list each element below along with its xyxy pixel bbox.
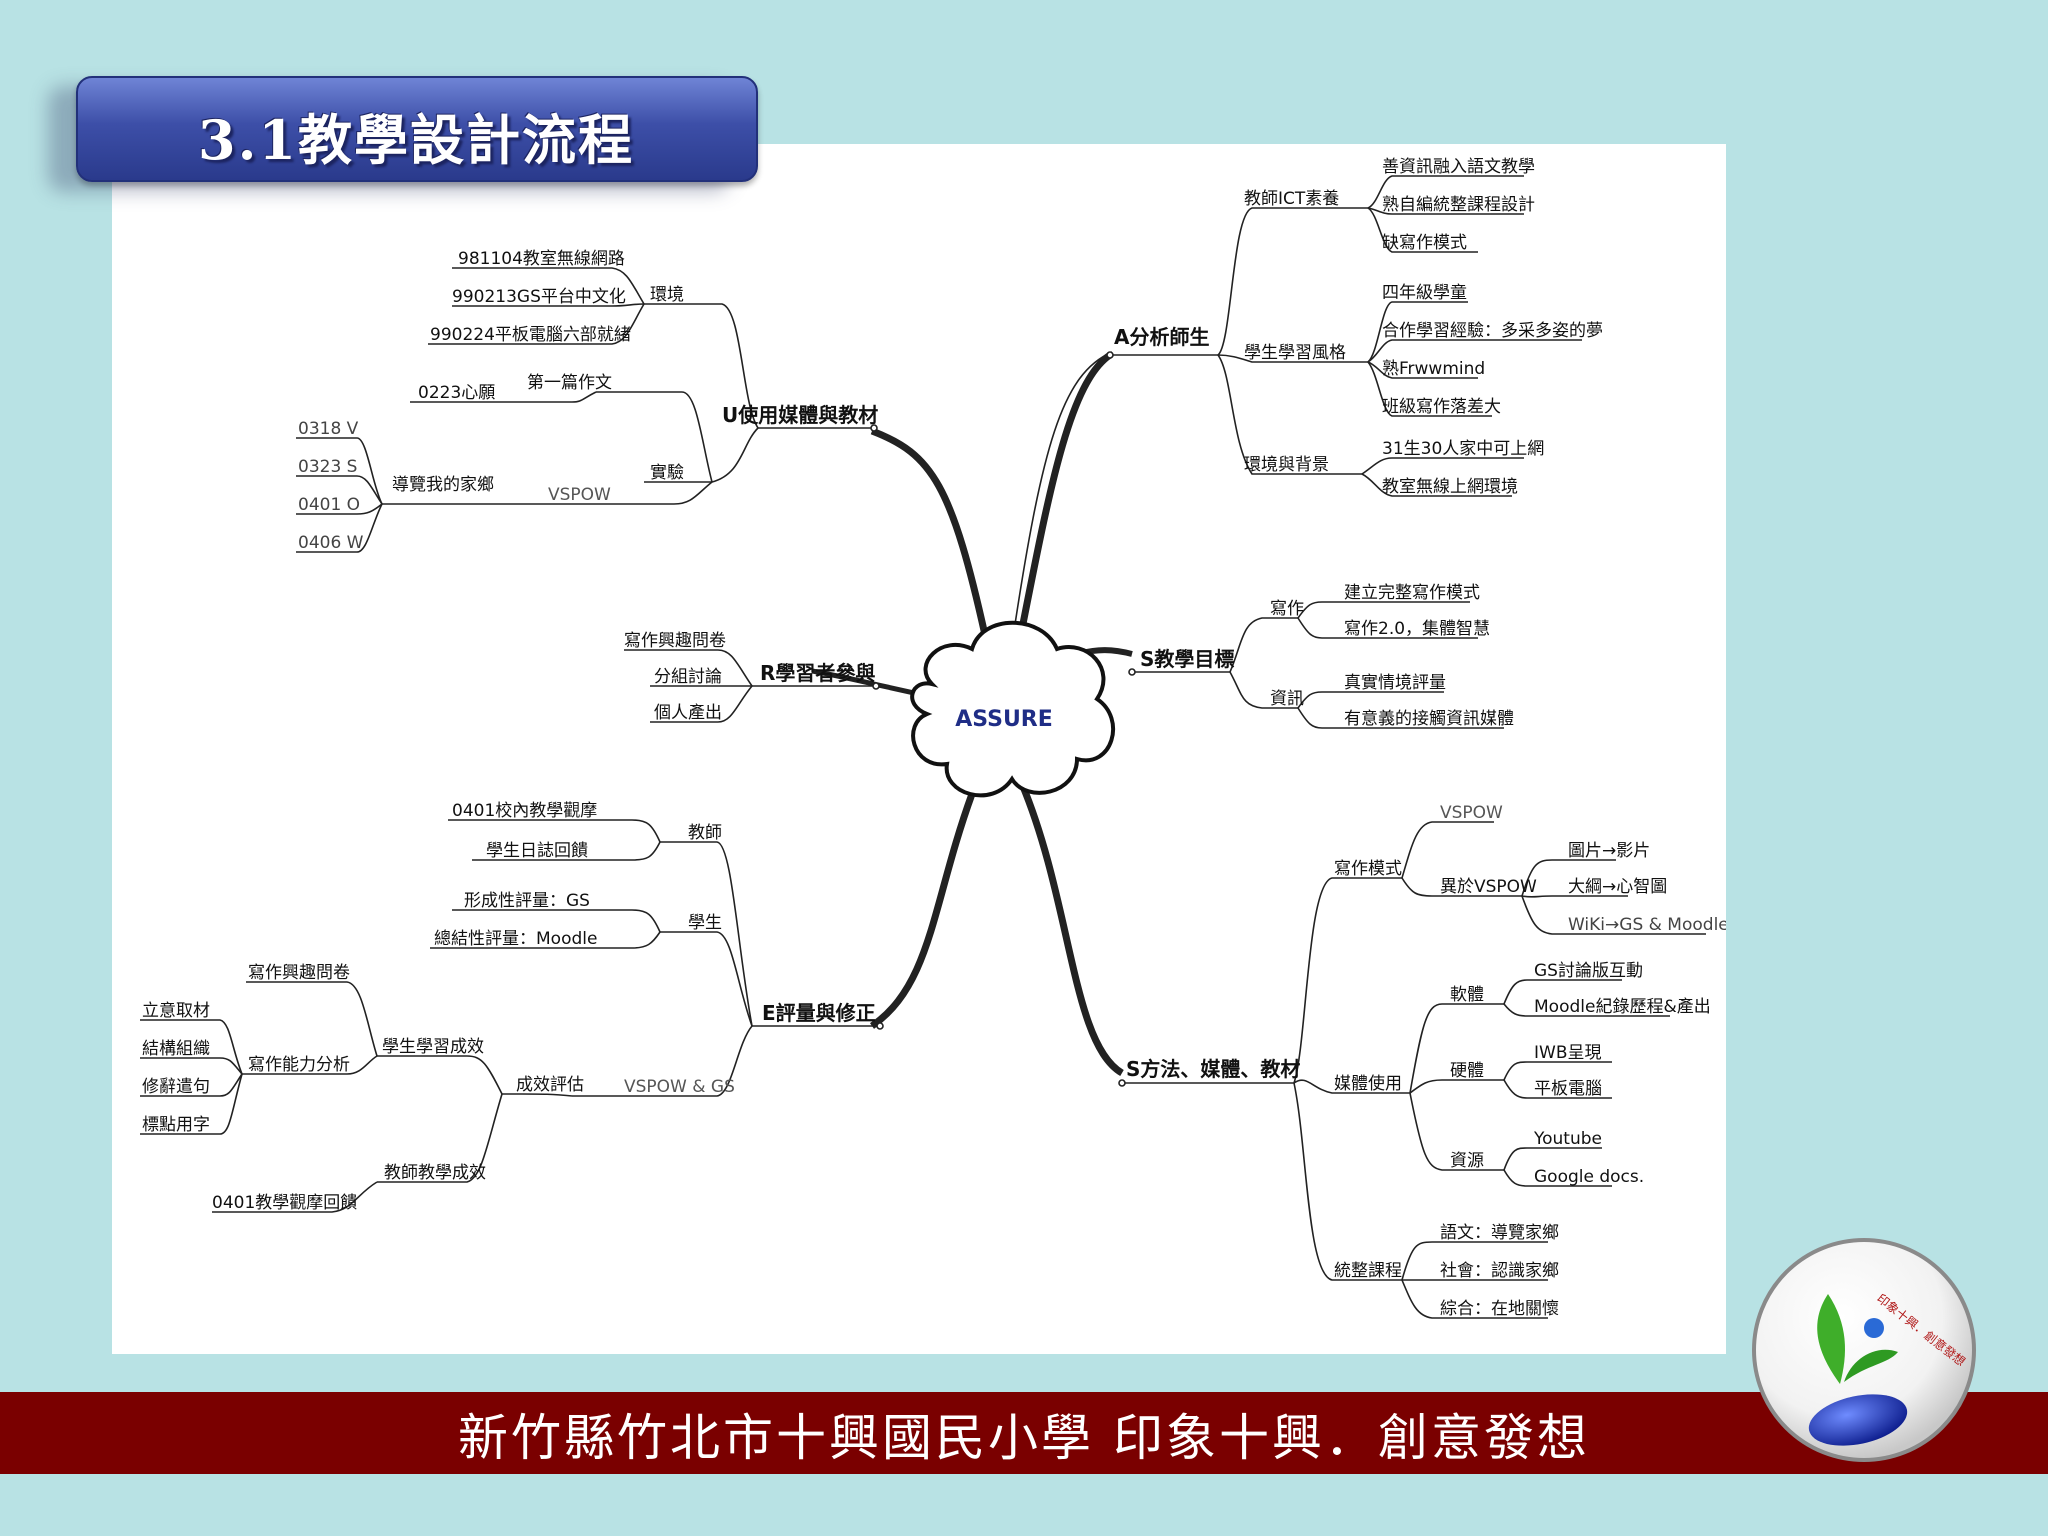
e-leaf: 0401教學觀摩回饋	[212, 1193, 357, 1213]
e-leaf: 學生學習成效	[382, 1037, 484, 1057]
a-leaf: 合作學習經驗：多采多姿的夢	[1382, 321, 1603, 341]
u-leaf: 981104教室無線網路	[458, 249, 625, 269]
a-leaf: 缺寫作模式	[1382, 233, 1467, 253]
u-leaf: 第一篇作文	[527, 373, 612, 393]
s2-leaf: 平板電腦	[1534, 1079, 1602, 1099]
branch-a-label: A分析師生	[1114, 325, 1209, 349]
e-leaf: 教師教學成效	[384, 1163, 486, 1183]
u-leaf: 0406 W	[298, 533, 364, 553]
page-title: 3.1教學設計流程	[198, 108, 634, 172]
e-leaf: 學生日誌回饋	[486, 841, 588, 861]
r-leaf: 個人產出	[654, 703, 722, 723]
e-leaf: 修辭遣句	[142, 1077, 210, 1097]
s2-leaf: Youtube	[1533, 1129, 1602, 1149]
footer-text: 新竹縣竹北市十興國民小學 印象十興．創意發想	[458, 1409, 1590, 1467]
u-leaf: 0323 S	[298, 457, 357, 477]
u-leaf: 0401 O	[298, 495, 360, 515]
s2-child-label: 統整課程	[1334, 1261, 1402, 1281]
e-leaf: 0401校內教學觀摩	[452, 801, 597, 821]
s2-leaf: 社會：認識家鄉	[1440, 1261, 1559, 1281]
trunk-a	[1011, 351, 1113, 645]
s2-leaf: 綜合：在地關懷	[1440, 1299, 1559, 1319]
a-leaf: 善資訊融入語文教學	[1382, 157, 1535, 177]
s1-leaf: 真實情境評量	[1344, 673, 1446, 693]
e-leaf: 寫作能力分析	[248, 1055, 350, 1075]
s2-leaf: 異於VSPOW	[1440, 877, 1537, 897]
s2-group-label: 軟體	[1450, 985, 1484, 1005]
r-leaf: 寫作興趣問卷	[624, 631, 726, 651]
s2-child-label: 寫作模式	[1334, 859, 1402, 879]
e-leaf: 總結性評量：Moodle	[434, 929, 597, 949]
branch-u-label: U使用媒體與教材	[722, 403, 878, 427]
s2-leaf: Moodle紀錄歷程&產出	[1534, 997, 1711, 1017]
a-leaf: 教室無線上網環境	[1382, 477, 1518, 497]
a-child-label: 環境與背景	[1244, 455, 1329, 475]
s2-leaf: VSPOW	[1440, 803, 1503, 823]
branch-s2-label: S方法、媒體、教材	[1126, 1057, 1300, 1081]
s2-leaf: Google docs.	[1534, 1167, 1644, 1187]
s2-leaf: IWB呈現	[1534, 1043, 1602, 1063]
a-leaf: 31生30人家中可上網	[1382, 439, 1544, 459]
s2-leaf: GS討論版互動	[1534, 961, 1643, 981]
branch-e-label: E評量與修正	[762, 1001, 876, 1025]
u-leaf: 990213GS平台中文化	[452, 287, 626, 307]
s1-leaf: 寫作2.0，集體智慧	[1344, 619, 1490, 639]
a-leaf: 四年級學童	[1382, 283, 1467, 303]
s2-leaf: 語文：導覽家鄉	[1440, 1223, 1559, 1243]
a-leaf: 熟Frwwmind	[1382, 358, 1485, 379]
s2-leaf: 圖片→影片	[1568, 841, 1650, 861]
u-child-label: 環境	[650, 285, 684, 305]
u-leaf: 0223心願	[418, 383, 495, 403]
sprout-mouse-logo: 印象十興．創意發想	[1748, 1234, 1980, 1466]
footer-bar	[0, 1392, 2048, 1474]
s2-leaf: WiKi→GS & Moodle	[1568, 915, 1726, 935]
a-child-label: 教師ICT素養	[1244, 189, 1339, 209]
a-leaf: 熟自編統整課程設計	[1382, 194, 1535, 215]
u-child-label: 實驗	[650, 463, 684, 483]
e-leaf: 立意取材	[142, 1001, 210, 1021]
branch-s1-label: S教學目標	[1140, 647, 1234, 671]
e-child-label: 成效評估	[516, 1075, 584, 1095]
u-leaf: 0318 V	[298, 419, 359, 439]
s2-group-label: 硬體	[1450, 1061, 1484, 1081]
s1-child-label: 寫作	[1270, 599, 1304, 619]
center-cloud: ASSURE	[910, 620, 1115, 798]
r-leaf: 分組討論	[654, 667, 722, 687]
a-leaf: 班級寫作落差大	[1382, 397, 1501, 417]
u-leaf: 990224平板電腦六部就緒	[430, 325, 631, 345]
s2-group-label: 資源	[1450, 1151, 1484, 1171]
branch-r-label: R學習者參與	[760, 661, 875, 685]
title-banner: 3.1教學設計流程	[76, 76, 758, 182]
u-leaf: 導覽我的家鄉	[392, 475, 494, 495]
s1-leaf: 有意義的接觸資訊媒體	[1344, 709, 1514, 729]
s2-leaf: 大綱→心智圖	[1568, 877, 1667, 897]
e-leaf: VSPOW & GS	[624, 1077, 735, 1097]
s2-child-label: 媒體使用	[1334, 1073, 1402, 1094]
e-child-label: 學生	[688, 913, 722, 933]
e-leaf: 標點用字	[142, 1115, 210, 1135]
mindmap-canvas: ASSURE A分析師生 教師ICT素養 學生學習風格 環境與背景 善資訊融入語…	[112, 144, 1729, 1354]
s1-child-label: 資訊	[1270, 689, 1304, 709]
u-leaf: VSPOW	[548, 485, 611, 505]
e-leaf: 結構組織	[142, 1039, 210, 1059]
e-leaf: 形成性評量：GS	[464, 891, 590, 911]
a-child-label: 學生學習風格	[1244, 343, 1346, 363]
center-label: ASSURE	[955, 707, 1053, 732]
e-leaf: 寫作興趣問卷	[248, 963, 350, 983]
s1-leaf: 建立完整寫作模式	[1344, 583, 1480, 603]
e-child-label: 教師	[688, 823, 722, 843]
